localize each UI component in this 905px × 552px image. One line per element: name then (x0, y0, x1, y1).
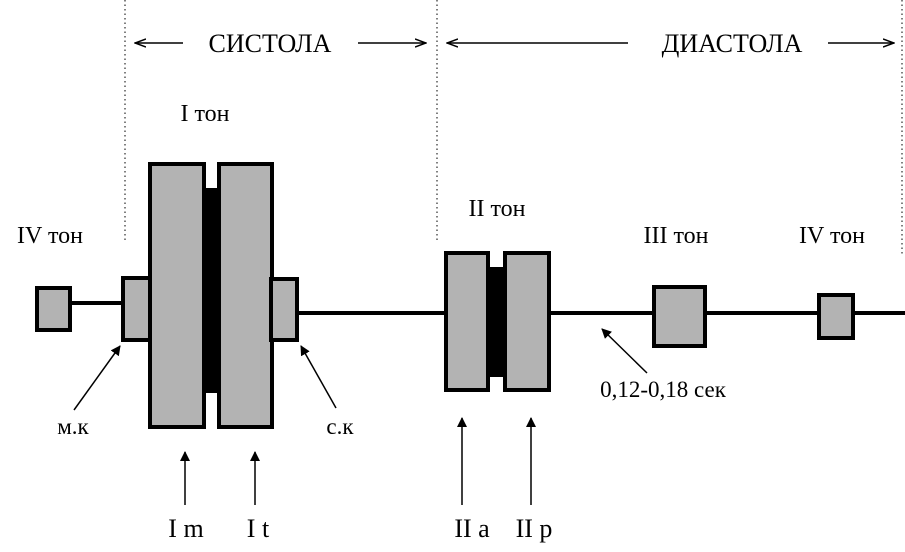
first-t-label: I t (247, 514, 270, 543)
tricuspid-pointer-arrow (300, 345, 337, 409)
fourth-tone-left-box (35, 286, 72, 332)
fourth-tone-left-label: IV тон (17, 223, 83, 249)
second-tone-a-box (444, 251, 490, 392)
interval-pointer-arrow (601, 328, 648, 374)
first-tone-label: I тон (180, 101, 229, 127)
second-a-label: II a (454, 514, 490, 543)
first-tone-m-box (148, 162, 206, 429)
second-tone-p-box (503, 251, 551, 392)
fourth-tone-right-box (817, 293, 855, 340)
second-tone-label: II тон (469, 196, 526, 222)
second-p-label: II p (516, 514, 553, 543)
tricuspid-closure-box (269, 277, 299, 342)
mitral-pointer-arrow (73, 345, 121, 411)
first-tone-t-box (217, 162, 274, 429)
third-tone-label: III тон (644, 223, 709, 249)
systole-label: СИСТОЛА (209, 29, 332, 58)
mitral-closure-box (121, 276, 153, 342)
mitral-component-label: м.к (57, 414, 89, 439)
fourth-tone-right-label: IV тон (799, 223, 865, 249)
first-m-label: I m (168, 514, 203, 543)
diastole-label: ДИАСТОЛА (662, 29, 803, 58)
tricuspid-component-label: с.к (326, 414, 354, 439)
third-tone-box (652, 285, 707, 348)
interval-label: 0,12-0,18 сек (600, 377, 727, 402)
